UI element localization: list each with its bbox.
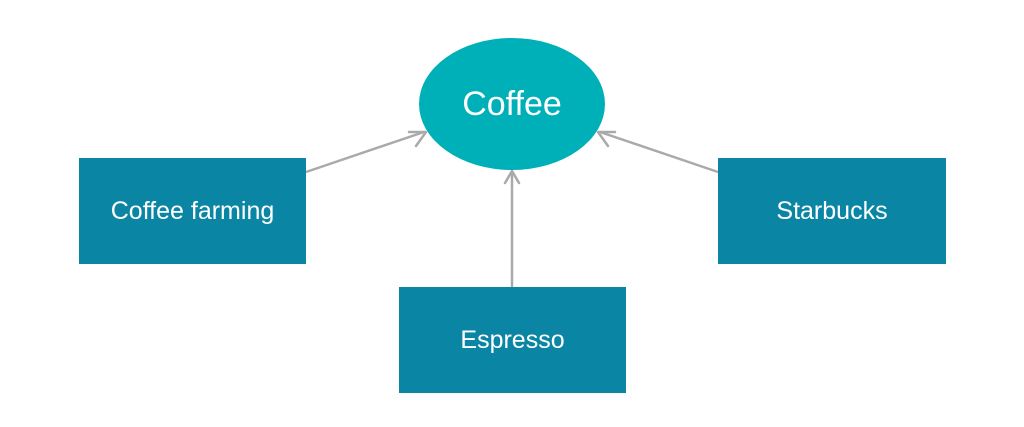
node-starbucks-label: Starbucks [776,197,887,225]
arrowhead-coffee-farming [407,130,428,148]
node-starbucks-box [718,158,946,264]
edges [305,130,719,287]
arrowhead-starbucks [596,130,617,148]
arrowhead-espresso [503,169,521,185]
node-starbucks[interactable]: Starbucks [718,158,946,264]
edge-starbucks-to-coffee [599,130,719,174]
center-node-label: Coffee [462,85,562,123]
node-coffee-farming[interactable]: Coffee farming [79,158,306,264]
node-espresso[interactable]: Espresso [399,287,626,393]
center-node-shape [419,38,605,170]
node-espresso-label: Espresso [460,326,564,354]
node-coffee-farming-label: Coffee farming [111,197,275,225]
node-coffee-farming-box [79,158,306,264]
node-espresso-box [399,287,626,393]
center-node-coffee[interactable]: Coffee [419,38,605,170]
edge-coffee-farming-to-coffee [305,130,425,174]
